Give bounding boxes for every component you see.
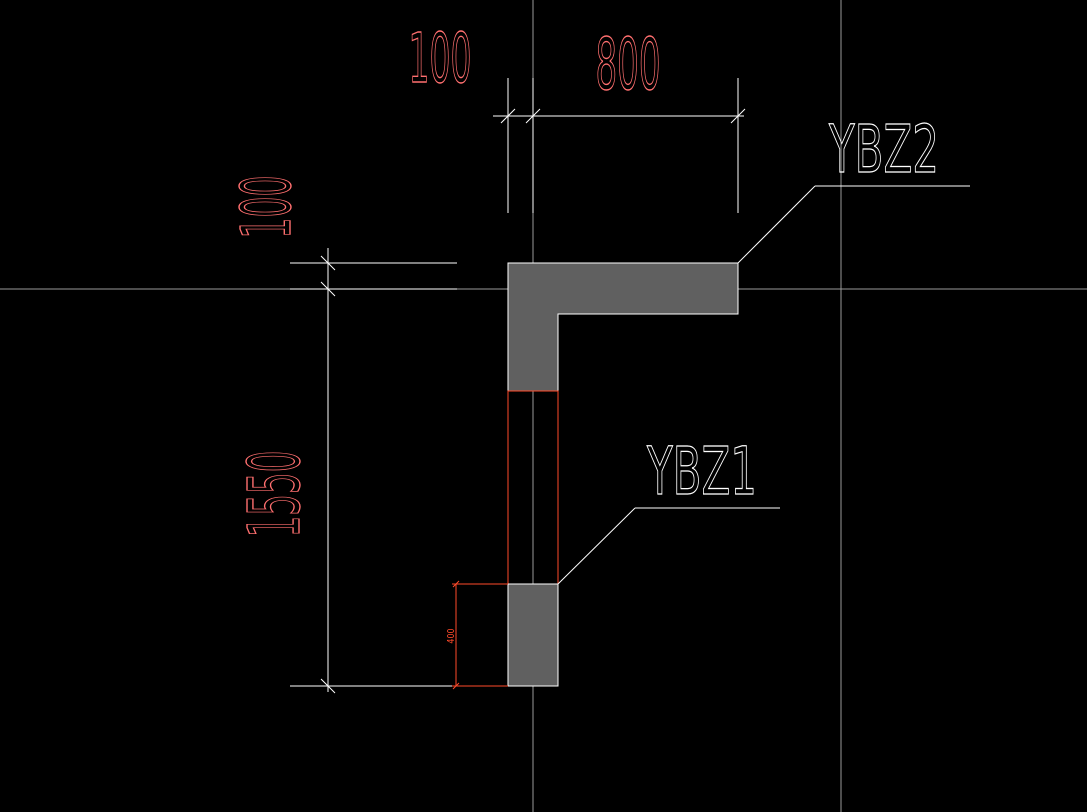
left-dimension <box>290 248 457 694</box>
dim-small-callout-text: 400 <box>446 628 457 643</box>
dim-top-large-text: 800 <box>595 24 660 107</box>
dim-top-small-text: 100 <box>409 18 472 98</box>
leader-ybz1 <box>557 507 780 585</box>
column-ybz1 <box>507 583 559 687</box>
label-ybz1: YBZ1 <box>646 434 757 510</box>
label-ybz2: YBZ2 <box>828 112 939 188</box>
dim-left-small-text: 100 <box>226 176 306 239</box>
leader-ybz2 <box>737 185 970 264</box>
dim-left-large-text: 1550 <box>234 451 317 538</box>
column-ybz2 <box>507 262 739 392</box>
top-dimension <box>493 78 746 213</box>
small-dimension <box>452 580 508 690</box>
